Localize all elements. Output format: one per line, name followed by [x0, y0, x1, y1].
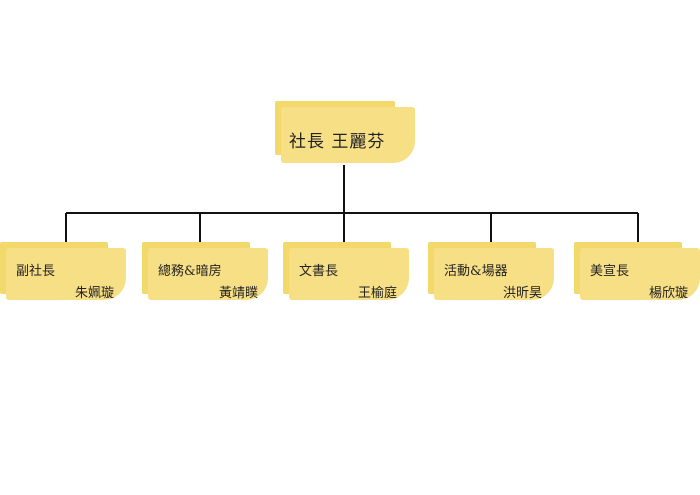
- child-node-name: 朱姵璇: [74, 286, 114, 301]
- child-node-role: 活動&場器: [444, 264, 508, 279]
- root-node-card: [281, 107, 415, 163]
- child-node-name: 黃靖瞨: [218, 286, 258, 301]
- child-node-card: [434, 248, 554, 300]
- child-node-name: 洪昕昊: [502, 286, 542, 301]
- child-node-role: 文書長: [299, 264, 339, 279]
- child-node-art-director: 美宣長 楊欣璇: [574, 242, 700, 302]
- child-node-card: [580, 248, 700, 300]
- child-node-activities: 活動&場器 洪昕昊: [428, 242, 556, 302]
- child-node-role: 副社長: [16, 264, 56, 279]
- child-node-name: 王榆庭: [357, 286, 397, 301]
- child-node-vice-president: 副社長 朱姵璇: [0, 242, 128, 302]
- child-node-secretary: 文書長 王榆庭: [283, 242, 411, 302]
- child-node-card: [148, 248, 268, 300]
- child-node-card: [289, 248, 409, 300]
- root-node-president: 社長 王麗芬: [275, 101, 415, 163]
- child-node-card: [6, 248, 126, 300]
- root-node-label: 社長 王麗芬: [289, 132, 386, 152]
- child-node-role: 總務&暗房: [158, 264, 222, 279]
- child-node-general-affairs: 總務&暗房 黃靖瞨: [142, 242, 272, 302]
- child-node-role: 美宣長: [590, 264, 630, 279]
- child-node-name: 楊欣璇: [648, 286, 688, 301]
